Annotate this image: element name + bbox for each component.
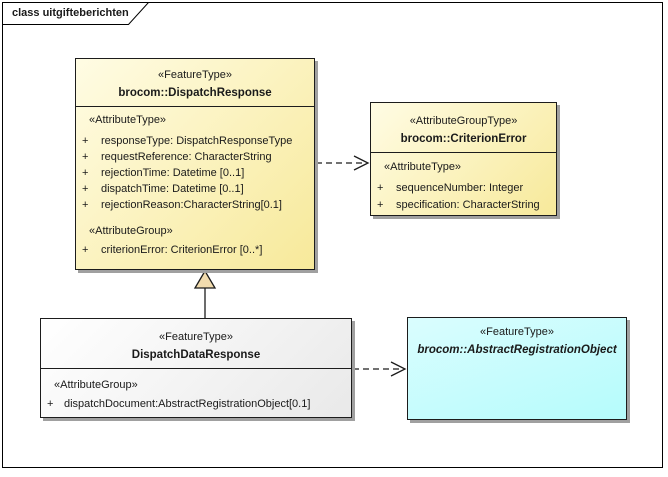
attribute-row: + requestReference: CharacterString [76, 149, 314, 165]
attribute-text: criterionError: CriterionError [0..*] [101, 244, 263, 256]
visibility-symbol: + [82, 167, 89, 179]
attribute-text: rejectionTime: Datetime [0..1] [101, 167, 245, 179]
visibility-symbol: + [82, 135, 89, 147]
attributes-compartment: «AttributeType» + responseType: Dispatch… [76, 107, 314, 258]
attribute-text: responseType: DispatchResponseType [101, 135, 293, 147]
attribute-group-label: «AttributeGroup» [54, 379, 138, 391]
attribute-row: + criterionError: CriterionError [0..*] [76, 242, 314, 258]
attribute-text: dispatchDocument:AbstractRegistrationObj… [64, 398, 311, 410]
attribute-type-label: «AttributeType» [384, 161, 462, 173]
class-header: «FeatureType» DispatchDataResponse [41, 319, 351, 369]
visibility-symbol: + [377, 199, 384, 211]
class-name: DispatchDataResponse [131, 349, 261, 361]
attribute-row: + dispatchTime: Datetime [0..1] [76, 181, 314, 197]
frame-tab-label: class uitgifteberichten [12, 7, 129, 19]
class-header: «AttributeGroupType» brocom::CriterionEr… [371, 103, 556, 153]
class-box-criterion-error: «AttributeGroupType» brocom::CriterionEr… [370, 102, 557, 216]
attribute-row: + responseType: DispatchResponseType [76, 133, 314, 149]
visibility-symbol: + [82, 244, 89, 256]
frame-tab-shape [2, 2, 150, 25]
visibility-symbol: + [82, 199, 89, 211]
visibility-symbol: + [82, 151, 89, 163]
attribute-text: specification: CharacterString [396, 199, 540, 211]
attributes-compartment: «AttributeType» + sequenceNumber: Intege… [371, 153, 556, 214]
attributes-compartment: «AttributeGroup» + dispatchDocument:Abst… [41, 369, 351, 413]
attribute-row: + rejectionTime: Datetime [0..1] [76, 165, 314, 181]
stereotype-label: «FeatureType» [159, 331, 233, 343]
class-name: brocom::CriterionError [400, 133, 527, 145]
attribute-text: sequenceNumber: Integer [396, 182, 524, 194]
diagram-frame [2, 2, 663, 468]
class-box-dispatch-response: «FeatureType» brocom::DispatchResponse «… [75, 58, 315, 270]
class-name: brocom::AbstractRegistrationObject [417, 344, 617, 356]
stereotype-label: «AttributeGroupType» [409, 115, 518, 127]
attribute-group-label: «AttributeGroup» [89, 225, 173, 237]
attribute-text: requestReference: CharacterString [101, 151, 272, 163]
class-box-abstract-registration-object: «FeatureType» brocom::AbstractRegistrati… [407, 317, 627, 420]
class-header: «FeatureType» brocom::DispatchResponse [76, 59, 314, 107]
class-header: «FeatureType» brocom::AbstractRegistrati… [408, 318, 626, 360]
attribute-type-label: «AttributeType» [89, 114, 167, 126]
stereotype-label: «FeatureType» [480, 326, 554, 338]
attribute-row: + sequenceNumber: Integer [371, 180, 556, 197]
class-name: brocom::DispatchResponse [118, 87, 272, 99]
visibility-symbol: + [47, 398, 54, 410]
visibility-symbol: + [82, 183, 89, 195]
class-box-dispatch-data-response: «FeatureType» DispatchDataResponse «Attr… [40, 318, 352, 418]
visibility-symbol: + [377, 182, 384, 194]
attribute-text: rejectionReason:CharacterString[0.1] [101, 199, 282, 211]
attribute-row: + specification: CharacterString [371, 197, 556, 214]
attribute-row: + dispatchDocument:AbstractRegistrationO… [41, 396, 351, 413]
attribute-text: dispatchTime: Datetime [0..1] [101, 183, 244, 195]
attribute-row: + rejectionReason:CharacterString[0.1] [76, 197, 314, 213]
stereotype-label: «FeatureType» [158, 69, 232, 81]
